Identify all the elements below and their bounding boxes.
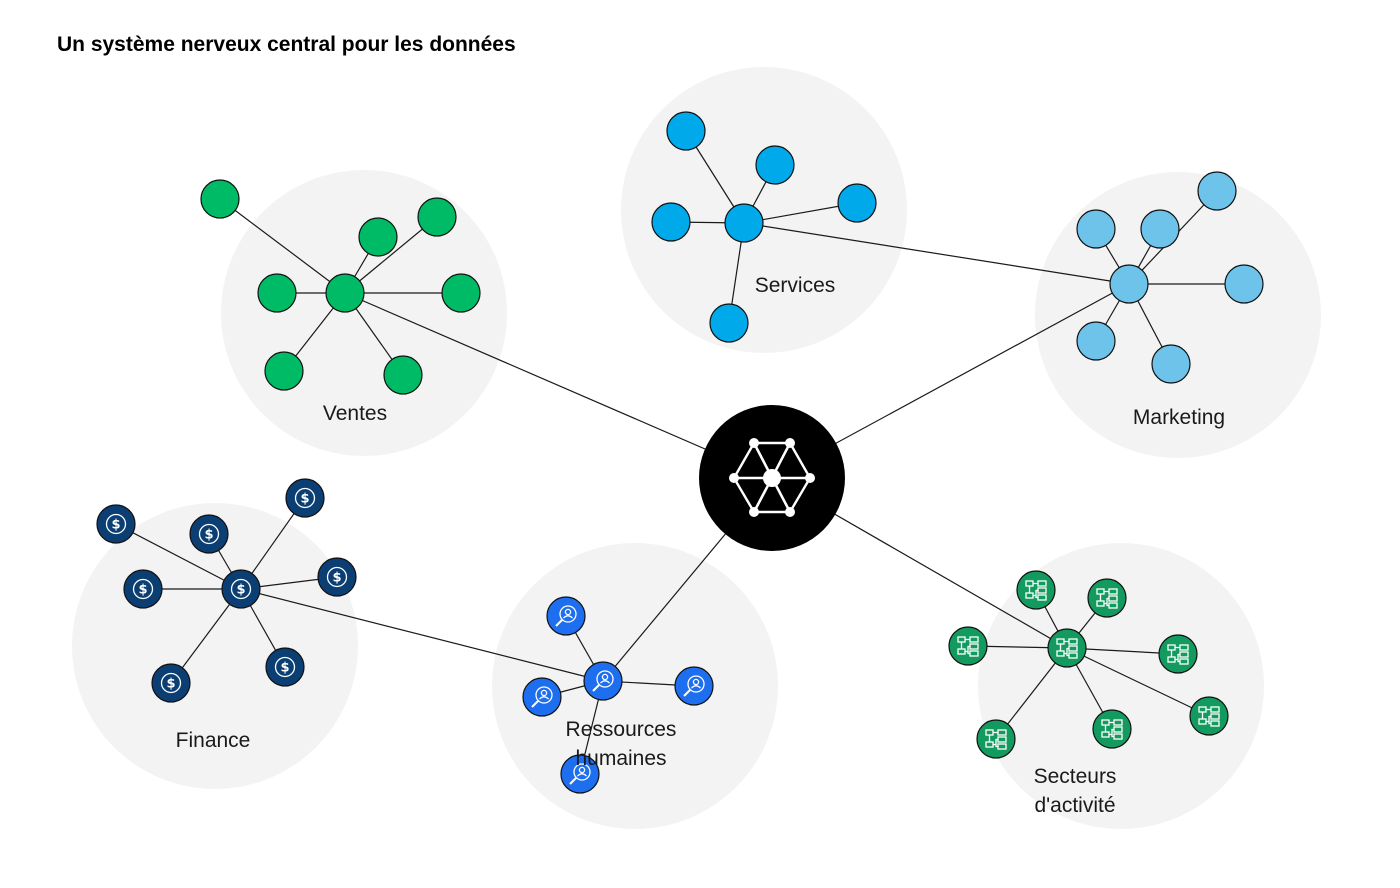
nodes: $ $ $ $ $ $ $ $: [96, 111, 1264, 794]
cluster-label-line: Services: [755, 274, 836, 297]
cluster-ventes-spoke: [344, 216, 438, 294]
cluster-finance-node: [151, 663, 191, 703]
cluster-finance-node: [189, 514, 229, 554]
org-chart-icon: [985, 729, 1007, 750]
cluster-ventes-node: [383, 355, 423, 395]
dollar-icon: $: [198, 523, 220, 545]
org-chart-icon: [1167, 644, 1189, 665]
cluster-ventes-node: [358, 217, 398, 257]
cluster-secteurs-spoke: [1066, 647, 1210, 717]
user-search-icon: [569, 763, 591, 785]
cluster-marketing-center-node: [1109, 264, 1149, 304]
svg-text:$: $: [300, 492, 309, 507]
cluster-services-node: [837, 183, 877, 223]
dollar-icon: $: [160, 672, 182, 694]
central-hub: [699, 405, 845, 551]
cluster-label-finance: Finance: [176, 729, 251, 752]
cluster-label-line: Marketing: [1133, 406, 1225, 429]
user-search-icon: [531, 686, 553, 708]
cluster-backgrounds: [72, 67, 1321, 829]
cluster-label-line: humaines: [575, 747, 666, 770]
user-search-icon: [683, 675, 705, 697]
cluster-label-line: Secteurs: [1034, 765, 1117, 788]
cluster-marketing-node: [1076, 209, 1116, 249]
diagram-title: Un système nerveux central pour les donn…: [57, 33, 516, 56]
svg-text:$: $: [166, 677, 175, 692]
dollar-icon: $: [326, 566, 348, 588]
cluster-finance-node: [265, 647, 305, 687]
cluster-ventes-node: [441, 273, 481, 313]
cluster-ventes-node: [264, 351, 304, 391]
cluster-finance-node: [317, 557, 357, 597]
cluster-finance-node: [123, 569, 163, 609]
dollar-icon: $: [274, 656, 296, 678]
cluster-services-node: [651, 202, 691, 242]
svg-text:$: $: [138, 583, 147, 598]
cluster-label-line: Ressources: [566, 718, 677, 741]
network-mesh-icon: [729, 438, 815, 517]
cluster-services-center-node: [724, 203, 764, 243]
org-chart-icon: [1025, 580, 1047, 601]
cluster-marketing-node: [1151, 344, 1191, 384]
dollar-icon: $: [132, 578, 154, 600]
cluster-label-services: Services: [755, 274, 836, 297]
svg-text:$: $: [280, 661, 289, 676]
link-finance-rh: [240, 588, 604, 682]
cluster-label-line: Ventes: [323, 402, 387, 425]
hub-link-ventes: [344, 292, 773, 479]
cluster-finance-center-node: [221, 569, 261, 609]
cluster-label-ventes: Ventes: [323, 402, 387, 425]
cluster-services-node: [666, 111, 706, 151]
cluster-ventes-node: [417, 197, 457, 237]
svg-text:$: $: [332, 571, 341, 586]
cluster-marketing-node: [1224, 264, 1264, 304]
cluster-services-node: [709, 303, 749, 343]
user-search-icon: [555, 605, 577, 627]
cluster-label-rh: Ressources humaines: [566, 718, 677, 770]
cluster-marketing-node: [1140, 209, 1180, 249]
cluster-finance-node: [96, 504, 136, 544]
cluster-label-marketing: Marketing: [1133, 406, 1225, 429]
dollar-icon: $: [230, 578, 252, 600]
cluster-marketing-node: [1197, 171, 1237, 211]
svg-text:$: $: [111, 518, 120, 533]
cluster-finance-spoke: [115, 523, 242, 590]
user-search-icon: [592, 670, 614, 692]
link-services-marketing: [743, 222, 1130, 285]
org-chart-icon: [1198, 706, 1220, 727]
cluster-ventes-node: [257, 273, 297, 313]
dollar-icon: $: [294, 487, 316, 509]
cluster-label-secteurs: Secteurs d'activité: [1034, 765, 1117, 817]
org-chart-icon: [1101, 719, 1123, 740]
dollar-icon: $: [105, 513, 127, 535]
svg-text:$: $: [236, 583, 245, 598]
cluster-marketing-node: [1076, 321, 1116, 361]
org-chart-icon: [1096, 588, 1118, 609]
org-chart-icon: [957, 636, 979, 657]
cluster-label-line: Finance: [176, 729, 251, 752]
org-chart-icon: [1056, 638, 1078, 659]
cluster-finance-node: [285, 478, 325, 518]
cluster-ventes-node: [200, 179, 240, 219]
svg-text:$: $: [204, 528, 213, 543]
cluster-services-node: [755, 145, 795, 185]
cluster-ventes-spoke: [219, 198, 346, 294]
cluster-ventes-center-node: [325, 273, 365, 313]
cluster-label-line: d'activité: [1034, 794, 1115, 817]
